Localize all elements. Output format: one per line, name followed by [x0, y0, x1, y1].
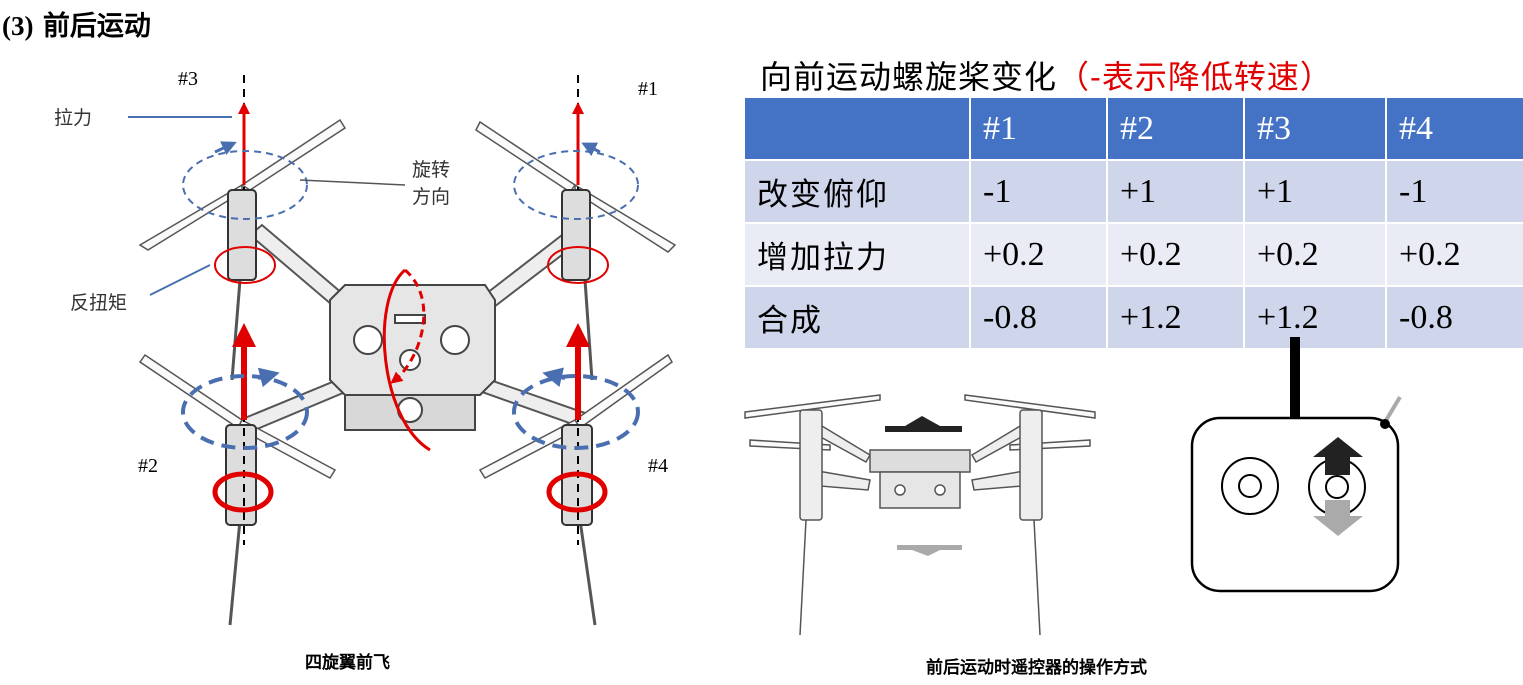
row-label: 增加拉力: [743, 222, 971, 287]
section-title-text: 前后运动: [42, 11, 151, 42]
table-cell: +1.2: [1106, 285, 1245, 350]
table-row: 合成 -0.8 +1.2 +1.2 -0.8: [743, 285, 1523, 350]
backward-arrow-icon: [897, 545, 962, 556]
stick-down-arrow-icon: [1313, 500, 1363, 536]
thrust-label: 拉力: [54, 107, 93, 129]
table-cell: -0.8: [1385, 285, 1523, 350]
rotation-ellipses: [181, 150, 640, 450]
table-cell: +0.2: [1106, 222, 1245, 287]
left-caption: 四旋翼前飞: [305, 653, 390, 673]
remote-control-diagram: [744, 337, 1402, 636]
row-label: 改变俯仰: [743, 159, 971, 224]
header-cell: #1: [969, 96, 1108, 161]
label-pointers: [128, 116, 232, 296]
forward-arrow-icon: [885, 416, 962, 432]
counter-torque-ellipses: [212, 246, 609, 513]
table-title-note: （-表示降低转速）: [1057, 58, 1333, 96]
section-title: (3) 前后运动: [2, 4, 151, 43]
header-cell: #2: [1106, 96, 1245, 161]
header-cell: #4: [1385, 96, 1523, 161]
table-cell: -1: [969, 159, 1108, 224]
table-cell: +0.2: [969, 222, 1108, 287]
table-cell: -0.8: [969, 285, 1108, 350]
table-row: 改变俯仰 -1 +1 +1 -1: [743, 159, 1523, 224]
motors: [225, 189, 593, 526]
right-caption: 前后运动时遥控器的操作方式: [926, 658, 1147, 678]
table-cell: +0.2: [1385, 222, 1523, 287]
rotor-speed-table: #1 #2 #3 #4 改变俯仰 -1 +1 +1 -1 增加拉力 +0.2 +…: [743, 96, 1523, 350]
motor-4-label: #4: [648, 455, 668, 477]
header-cell: #3: [1243, 96, 1387, 161]
rotation-label-line1: 旋转: [412, 159, 451, 181]
small-drone: [744, 394, 1096, 636]
row-label: 合成: [743, 285, 971, 350]
remote-controller-icon: [1190, 395, 1402, 593]
rotation-label-line2: 方向: [412, 186, 451, 208]
table-cell: +1: [1243, 159, 1387, 224]
counter-torque-label: 反扭矩: [70, 292, 128, 314]
table-cell: +1.2: [1243, 285, 1387, 350]
center-body: [329, 284, 496, 431]
table-cell: +0.2: [1243, 222, 1387, 287]
quadrotor-forward-diagram: [128, 75, 677, 626]
motor-2-label: #2: [138, 455, 158, 477]
motor-3-label: #3: [178, 68, 198, 90]
stick-up-arrow-icon: [1313, 437, 1363, 475]
section-number: (3): [2, 11, 34, 41]
table-row: 增加拉力 +0.2 +0.2 +0.2 +0.2: [743, 222, 1523, 287]
header-cell: [743, 96, 971, 161]
motor-1-label: #1: [638, 78, 658, 100]
table-title-text: 向前运动螺旋桨变化: [760, 58, 1058, 96]
table-cell: +1: [1106, 159, 1245, 224]
table-cell: -1: [1385, 159, 1523, 224]
table-header-row: #1 #2 #3 #4: [743, 96, 1523, 161]
table-title: 向前运动螺旋桨变化（-表示降低转速）: [760, 52, 1333, 98]
propellers: [138, 118, 677, 479]
